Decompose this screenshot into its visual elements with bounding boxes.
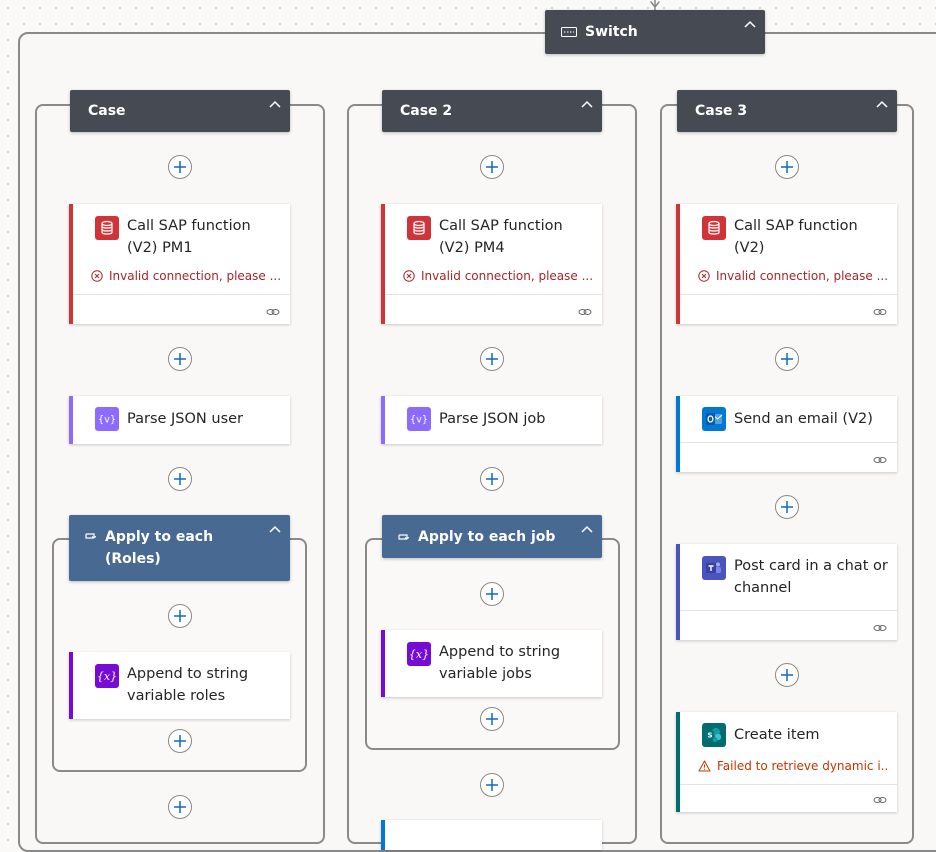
- connection-link-icon[interactable]: [578, 306, 592, 318]
- post-card-teams-card[interactable]: Post card in a chat or channel: [676, 544, 897, 640]
- connection-error: Invalid connection, please ...: [403, 269, 592, 283]
- loop-jobs-title: Apply to each job: [418, 528, 556, 545]
- svg-text:{v}: {v}: [411, 415, 427, 426]
- connection-link-icon[interactable]: [873, 454, 887, 466]
- svg-text:{x}: {x}: [98, 670, 116, 683]
- warning-icon: [698, 760, 711, 772]
- sap-database-icon: [95, 216, 119, 240]
- case-3-title: Case 3: [695, 103, 748, 119]
- chevron-up-icon[interactable]: [875, 98, 889, 112]
- variable-icon: {x}: [407, 642, 431, 666]
- error-icon: [91, 270, 103, 282]
- error-icon: [698, 270, 710, 282]
- send-email-card[interactable]: Send an email (V2): [676, 396, 897, 472]
- append-variable-card[interactable]: {x} Append to string variable jobs: [381, 630, 602, 697]
- svg-text:{v}: {v}: [99, 415, 115, 426]
- case-2-title: Case 2: [400, 103, 453, 119]
- add-step-button[interactable]: [480, 773, 504, 797]
- card-divider: [385, 294, 602, 295]
- add-step-button[interactable]: [775, 347, 799, 371]
- sap-action-title: Call SAP function (V2): [734, 218, 858, 256]
- append-variable-title: Append to string variable roles: [127, 666, 249, 704]
- sap-action-card[interactable]: Call SAP function (V2) Invalid connectio…: [676, 204, 897, 324]
- add-step-button[interactable]: [168, 155, 192, 179]
- sap-action-card[interactable]: Call SAP function (V2) PM4 Invalid conne…: [381, 204, 602, 324]
- loop-roles-title: Apply to each (Roles): [105, 529, 214, 567]
- loop-jobs-header[interactable]: Apply to each job: [382, 515, 602, 558]
- sap-action-title: Call SAP function (V2) PM1: [127, 218, 251, 256]
- chevron-up-icon[interactable]: [268, 98, 282, 112]
- add-step-button[interactable]: [168, 467, 192, 491]
- card-divider: [680, 294, 897, 295]
- case-2-header[interactable]: Case 2: [382, 90, 602, 132]
- create-item-card[interactable]: S Create item Failed to retrieve dynamic…: [676, 712, 897, 812]
- chevron-up-icon[interactable]: [580, 523, 594, 537]
- add-step-button[interactable]: [775, 663, 799, 687]
- create-item-title: Create item: [734, 727, 820, 743]
- sap-action-title: Call SAP function (V2) PM4: [439, 218, 563, 256]
- dynamic-content-warning-text: Failed to retrieve dynamic i...: [717, 759, 887, 773]
- add-step-button[interactable]: [480, 467, 504, 491]
- add-step-button[interactable]: [480, 582, 504, 606]
- connection-error-text: Invalid connection, please ...: [421, 269, 592, 283]
- parse-json-icon: {v}: [95, 407, 119, 431]
- chevron-up-icon[interactable]: [268, 523, 282, 537]
- connection-error-text: Invalid connection, please ...: [109, 269, 280, 283]
- variable-icon: {x}: [95, 664, 119, 688]
- parse-json-card[interactable]: {v} Parse JSON job: [381, 396, 602, 444]
- parse-json-card[interactable]: {v} Parse JSON user: [69, 396, 290, 444]
- loop-icon: [83, 530, 97, 542]
- connection-error: Invalid connection, please ...: [698, 269, 887, 283]
- add-step-button[interactable]: [775, 155, 799, 179]
- parse-json-title: Parse JSON job: [439, 411, 546, 427]
- post-card-title: Post card in a chat or channel: [734, 558, 888, 596]
- send-email-title: Send an email (V2): [734, 411, 873, 427]
- card-divider: [680, 610, 897, 611]
- card-divider: [680, 442, 897, 443]
- switch-icon: [561, 27, 577, 37]
- sap-action-card[interactable]: Call SAP function (V2) PM1 Invalid conne…: [69, 204, 290, 324]
- add-step-button[interactable]: [775, 495, 799, 519]
- parse-json-title: Parse JSON user: [127, 411, 243, 427]
- add-step-button[interactable]: [168, 795, 192, 819]
- add-step-button[interactable]: [168, 604, 192, 628]
- error-icon: [403, 270, 415, 282]
- sap-database-icon: [702, 216, 726, 240]
- case-1-header[interactable]: Case: [70, 90, 290, 132]
- add-step-button[interactable]: [168, 729, 192, 753]
- case-1-title: Case: [88, 103, 126, 119]
- next-action-card[interactable]: [381, 820, 602, 850]
- connection-link-icon[interactable]: [266, 306, 280, 318]
- outlook-icon: [702, 407, 726, 431]
- append-variable-card[interactable]: {x} Append to string variable roles: [69, 652, 290, 719]
- connection-error: Invalid connection, please ...: [91, 269, 280, 283]
- teams-icon: [702, 556, 726, 580]
- switch-title: Switch: [585, 24, 638, 40]
- chevron-up-icon[interactable]: [743, 18, 757, 32]
- sap-database-icon: [407, 216, 431, 240]
- switch-header[interactable]: Switch: [545, 10, 765, 54]
- sharepoint-icon: S: [702, 723, 726, 747]
- svg-text:S: S: [707, 732, 712, 740]
- svg-text:{x}: {x}: [410, 648, 428, 661]
- connection-error-text: Invalid connection, please ...: [716, 269, 887, 283]
- connection-link-icon[interactable]: [873, 622, 887, 634]
- card-divider: [680, 784, 897, 785]
- connection-link-icon[interactable]: [873, 794, 887, 806]
- add-step-button[interactable]: [480, 707, 504, 731]
- loop-roles-header[interactable]: Apply to each (Roles): [69, 515, 290, 581]
- case-3-header[interactable]: Case 3: [677, 90, 897, 132]
- add-step-button[interactable]: [480, 155, 504, 179]
- add-step-button[interactable]: [168, 347, 192, 371]
- chevron-up-icon[interactable]: [580, 98, 594, 112]
- card-divider: [73, 294, 290, 295]
- dynamic-content-warning: Failed to retrieve dynamic i...: [698, 759, 887, 773]
- parse-json-icon: {v}: [407, 407, 431, 431]
- connection-link-icon[interactable]: [873, 306, 887, 318]
- add-step-button[interactable]: [480, 347, 504, 371]
- loop-icon: [396, 531, 410, 543]
- append-variable-title: Append to string variable jobs: [439, 644, 561, 682]
